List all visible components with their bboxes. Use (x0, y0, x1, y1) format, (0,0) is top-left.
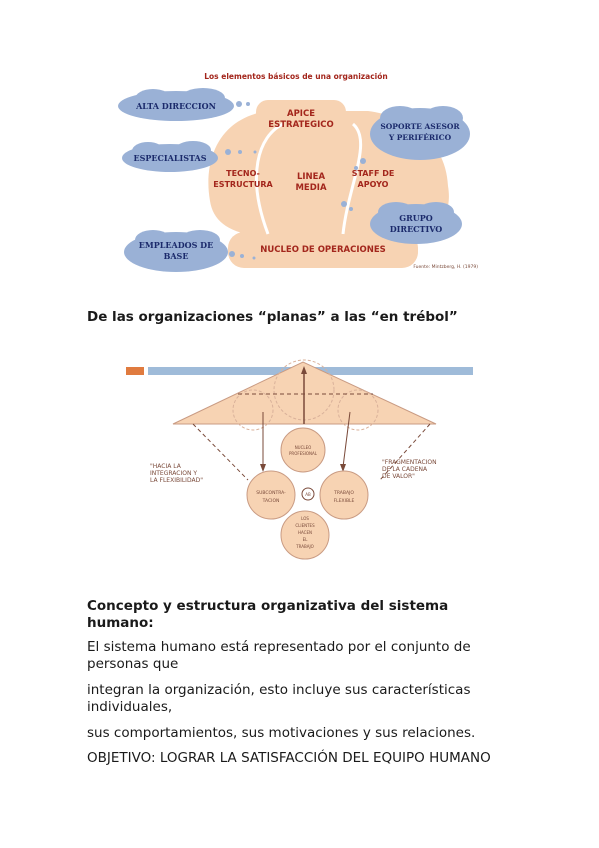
figure1-title: Los elementos básicos de una organizació… (204, 72, 388, 81)
cloud-soporte-label2: Y PERIFÉRICO (388, 133, 452, 142)
label-estrategico: ESTRATEGICO (268, 120, 333, 130)
heading-planas-trebol: De las organizaciones “planas” a las “en… (87, 309, 458, 325)
left-quote-line2: INTEGRACION Y (150, 470, 197, 477)
circle-left-label2: TACION (262, 498, 280, 504)
bar-orange (126, 367, 144, 375)
left-quote-line3: LA FLEXIBILIDAD" (150, 477, 203, 484)
circle-right (319, 470, 369, 520)
label-media: MEDIA (295, 183, 326, 193)
cloud-empleados-label1: EMPLEADOS DE (139, 240, 213, 250)
circle-bottom-label3: HACEN (298, 530, 312, 535)
cloud-empleados: EMPLEADOS DE BASE (124, 230, 228, 272)
paragraph-3: sus comportamientos, sus motivaciones y … (87, 725, 476, 741)
label-apice: APICE (287, 109, 315, 119)
circle-top-label1: NUCLEO (295, 445, 312, 450)
label-estructura: ESTRUCTURA (213, 180, 273, 189)
circle-right-label2: FLEXIBLE (334, 498, 355, 504)
right-quote-line2: DE LA CADENA (382, 466, 428, 473)
left-quote-line1: "HACIA LA (150, 463, 182, 470)
cloud-alta-label: ALTA DIRECCION (135, 101, 216, 111)
circle-center-small (301, 487, 315, 501)
figure-trebol: NUCLEO PROFESIONAL SUBCONTRA- TACION TRA… (118, 352, 480, 562)
circle-bottom-label2: CLIENTES (295, 523, 315, 528)
label-staff: STAFF DE (352, 169, 395, 178)
right-quote-line3: DE VALOR" (382, 473, 415, 480)
circle-bottom-label4: EL (303, 537, 309, 542)
paragraph-1: El sistema humano está representado por … (87, 639, 471, 672)
nucleo-block (228, 232, 418, 268)
paragraph-2: integran la organización, esto incluye s… (87, 682, 471, 715)
circle-top-label2: PROFESIONAL (289, 451, 318, 456)
cloud-alta-direccion: ALTA DIRECCION (118, 88, 234, 121)
circle-top (280, 427, 326, 473)
cloud-especialistas-label: ESPECIALISTAS (134, 153, 207, 163)
circle-left (246, 470, 296, 520)
label-tecno: TECNO- (226, 169, 260, 178)
circle-center-label: AB (305, 492, 311, 497)
circle-right-label1: TRABAJO (333, 490, 354, 496)
circle-bottom (280, 510, 330, 560)
cloud-empleados-label2: BASE (164, 251, 189, 261)
figure1-source: Fuente: Mintzberg, H. (1979) (413, 264, 478, 270)
cloud-especialistas: ESPECIALISTAS (122, 141, 218, 172)
circle-bottom-label5: TRABAJO (295, 544, 314, 549)
cloud-soporte: SOPORTE ASESOR Y PERIFÉRICO (370, 106, 470, 160)
organization-diagram: Los elementos básicos de una organizació… (118, 72, 478, 272)
circle-left-label1: SUBCONTRA- (256, 490, 286, 496)
label-linea: LINEA (297, 172, 325, 182)
label-apoyo: APOYO (358, 180, 389, 189)
trebol-diagram: NUCLEO PROFESIONAL SUBCONTRA- TACION TRA… (126, 359, 473, 560)
cloud-grupo-directivo: GRUPO DIRECTIVO (370, 202, 462, 244)
figure-organization-elements: Los elementos básicos de una organizació… (118, 66, 480, 276)
paragraph-objetivo: OBJETIVO: LOGRAR LA SATISFACCIÓN DEL EQU… (87, 750, 491, 766)
cloud-grupo-label1: GRUPO (399, 213, 432, 223)
cloud-grupo-label2: DIRECTIVO (390, 224, 443, 234)
cloud-soporte-label1: SOPORTE ASESOR (380, 122, 460, 131)
heading-concepto: Concepto y estructura organizativa del s… (87, 598, 449, 631)
right-quote-line1: "FRAGMENTACION (382, 459, 437, 466)
circle-bottom-label1: LOS (301, 516, 309, 521)
label-nucleo: NUCLEO DE OPERACIONES (260, 245, 386, 255)
